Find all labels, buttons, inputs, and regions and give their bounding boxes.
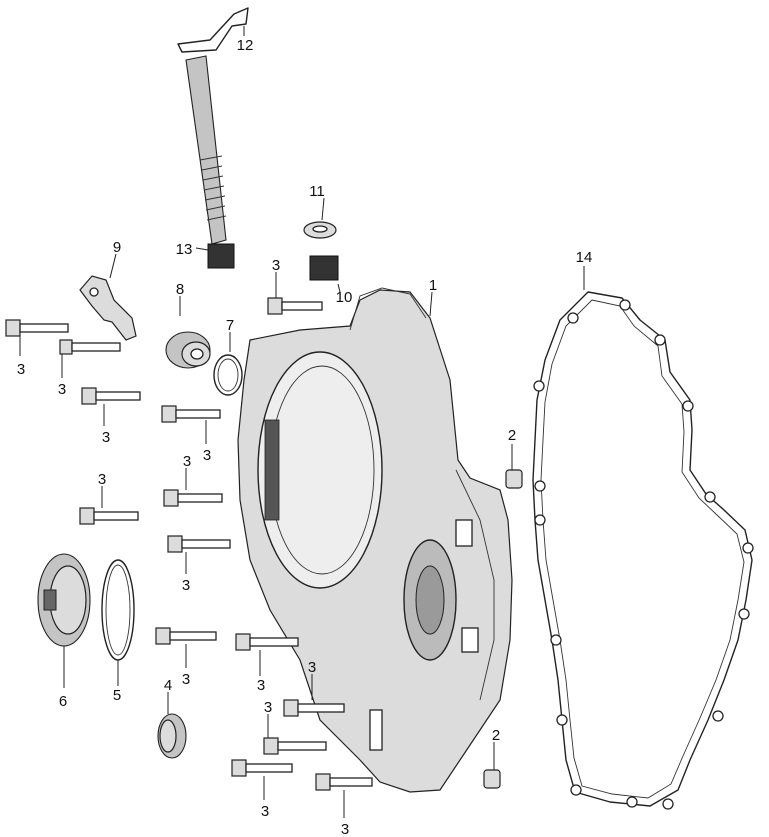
callout-6: 6 bbox=[59, 693, 67, 710]
callout-3: 3 bbox=[257, 677, 265, 694]
callout-3: 3 bbox=[341, 821, 349, 837]
callout-9: 9 bbox=[113, 239, 121, 256]
callout-3: 3 bbox=[203, 447, 211, 464]
leader-11 bbox=[321, 197, 325, 221]
callout-labels: 1 2 2 3 3 3 3 3 3 3 3 3 3 3 3 3 3 3 4 5 … bbox=[17, 37, 593, 837]
leader-10 bbox=[337, 283, 341, 293]
callout-4: 4 bbox=[164, 677, 172, 694]
gasket-bolt-holes bbox=[533, 299, 754, 810]
callout-8: 8 bbox=[176, 281, 184, 298]
callout-5: 5 bbox=[113, 687, 121, 704]
callout-3: 3 bbox=[264, 699, 272, 716]
bolt-a bbox=[5, 319, 69, 356]
leader-13 bbox=[195, 247, 209, 251]
callout-10: 10 bbox=[336, 289, 353, 306]
callout-3: 3 bbox=[182, 671, 190, 688]
washer-part-11 bbox=[303, 197, 337, 239]
cover-part-1 bbox=[237, 287, 513, 793]
bolt-k bbox=[283, 674, 345, 717]
cap-part-6 bbox=[37, 553, 91, 688]
callout-12: 12 bbox=[237, 37, 254, 54]
bolt-l bbox=[263, 714, 327, 755]
bolt-n bbox=[315, 773, 373, 818]
leader-1 bbox=[429, 291, 433, 317]
callout-3: 3 bbox=[102, 429, 110, 446]
bolt-f bbox=[79, 486, 139, 525]
callout-3: 3 bbox=[182, 577, 190, 594]
dowel-pin-part-2-upper bbox=[505, 444, 523, 489]
callout-3: 3 bbox=[261, 803, 269, 820]
bolt-b bbox=[59, 339, 121, 378]
bolt-m bbox=[231, 759, 293, 800]
callout-13: 13 bbox=[176, 241, 193, 258]
bolts-part-3 bbox=[5, 272, 373, 818]
needle-bearing-part-10 bbox=[309, 255, 341, 293]
o-ring-part-5 bbox=[101, 559, 135, 686]
bolt-j bbox=[235, 633, 299, 676]
leader-9 bbox=[109, 253, 117, 279]
o-ring-part-7 bbox=[213, 332, 243, 396]
bolt-d bbox=[161, 405, 221, 444]
bolt-h bbox=[167, 535, 231, 574]
callout-3: 3 bbox=[308, 659, 316, 676]
seal-part-4 bbox=[157, 692, 187, 759]
spring-part-13 bbox=[195, 243, 235, 269]
callout-3: 3 bbox=[272, 257, 280, 274]
callout-2-lower: 2 bbox=[492, 727, 500, 744]
bracket-part-9 bbox=[79, 253, 137, 341]
gasket-part-14 bbox=[532, 266, 754, 810]
callout-3: 3 bbox=[98, 471, 106, 488]
callout-11: 11 bbox=[309, 183, 325, 200]
callout-1: 1 bbox=[429, 277, 437, 294]
dowel-pin-part-2-lower bbox=[483, 742, 501, 789]
shaft-part-12 bbox=[177, 7, 249, 245]
bolt-i bbox=[155, 627, 217, 668]
callout-3: 3 bbox=[183, 453, 191, 470]
seal-housing-part-8 bbox=[165, 296, 211, 369]
callout-2-upper: 2 bbox=[508, 427, 516, 444]
bolt-e bbox=[267, 272, 323, 315]
bolt-c bbox=[81, 387, 141, 426]
callout-14: 14 bbox=[576, 249, 593, 266]
callout-3: 3 bbox=[17, 361, 25, 378]
callout-7: 7 bbox=[226, 317, 234, 334]
bolt-g bbox=[163, 468, 223, 507]
callout-3: 3 bbox=[58, 381, 66, 398]
